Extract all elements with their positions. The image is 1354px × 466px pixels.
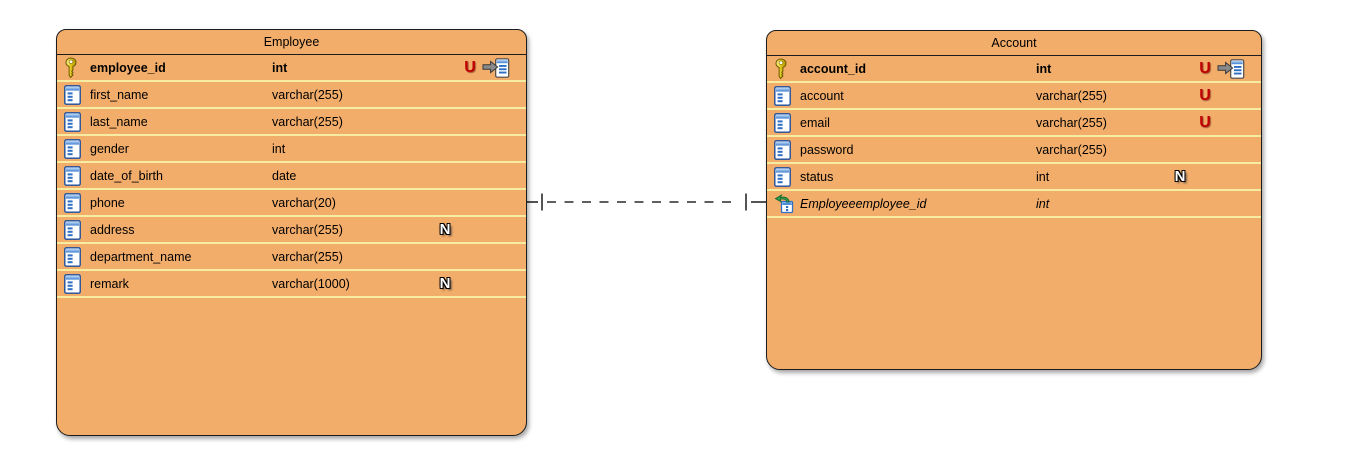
column-row[interactable]: address varchar(255) N	[57, 217, 526, 244]
column-badges: N	[1167, 169, 1261, 184]
column-row[interactable]: account_id int U	[767, 56, 1261, 83]
column-row[interactable]: phone varchar(20)	[57, 190, 526, 217]
column-name: employee_id	[90, 60, 166, 75]
column-type: varchar(255)	[272, 222, 343, 237]
column-name: department_name	[90, 249, 192, 264]
column-icon	[64, 246, 90, 267]
column-badges: U	[1167, 86, 1261, 104]
column-row[interactable]: remark varchar(1000) N	[57, 271, 526, 298]
column-icon	[64, 219, 90, 240]
unique-badge: U	[1199, 86, 1211, 104]
column-row[interactable]: department_name varchar(255)	[57, 244, 526, 271]
column-name: gender	[90, 141, 129, 156]
column-icon	[64, 84, 90, 105]
column-name: account_id	[800, 61, 866, 76]
column-icon	[64, 138, 90, 159]
nullable-badge: N	[1174, 168, 1186, 185]
column-name: account	[800, 88, 844, 103]
table-title[interactable]: Employee	[57, 30, 526, 55]
column-badges: U	[432, 57, 526, 78]
column-badges: U	[1167, 58, 1261, 79]
column-type: date	[272, 168, 297, 183]
column-name: password	[800, 142, 854, 157]
column-type: int	[1036, 196, 1050, 211]
column-type: varchar(255)	[1036, 142, 1107, 157]
relationship-line[interactable]	[527, 193, 766, 211]
column-icon	[774, 166, 800, 187]
column-type: varchar(1000)	[272, 276, 350, 291]
index-ref-icon	[1217, 58, 1245, 79]
column-type: int	[272, 141, 286, 156]
index-ref-icon	[482, 57, 510, 78]
column-name: Employeeemployee_id	[800, 196, 927, 211]
column-icon	[64, 273, 90, 294]
primary-key-icon	[64, 56, 90, 79]
column-name: date_of_birth	[90, 168, 163, 183]
column-icon	[774, 112, 800, 133]
column-row[interactable]: Employeeemployee_id int	[767, 191, 1261, 218]
unique-badge: U	[1199, 113, 1211, 131]
column-name: last_name	[90, 114, 148, 129]
column-type: varchar(255)	[1036, 115, 1107, 130]
column-type: varchar(255)	[1036, 88, 1107, 103]
column-name: address	[90, 222, 135, 237]
column-row[interactable]: employee_id int U	[57, 55, 526, 82]
column-type: varchar(255)	[272, 87, 343, 102]
unique-badge: U	[464, 58, 476, 76]
column-row[interactable]: last_name varchar(255)	[57, 109, 526, 136]
column-row[interactable]: date_of_birth date	[57, 163, 526, 190]
column-row[interactable]: account varchar(255) U	[767, 83, 1261, 110]
column-icon	[774, 139, 800, 160]
column-name: remark	[90, 276, 129, 291]
nullable-badge: N	[439, 221, 451, 238]
column-badges: U	[1167, 113, 1261, 131]
nullable-badge: N	[439, 275, 451, 292]
primary-key-icon	[774, 57, 800, 80]
column-name: first_name	[90, 87, 149, 102]
foreign-key-icon	[774, 193, 800, 214]
column-row[interactable]: email varchar(255) U	[767, 110, 1261, 137]
table-title[interactable]: Account	[767, 31, 1261, 56]
column-name: phone	[90, 195, 125, 210]
column-badges: N	[432, 276, 526, 291]
column-name: email	[800, 115, 830, 130]
column-row[interactable]: status int N	[767, 164, 1261, 191]
column-name: status	[800, 169, 834, 184]
column-type: int	[1036, 169, 1050, 184]
column-type: varchar(20)	[272, 195, 336, 210]
column-type: varchar(255)	[272, 114, 343, 129]
column-type: varchar(255)	[272, 249, 343, 264]
column-row[interactable]: first_name varchar(255)	[57, 82, 526, 109]
column-icon	[64, 111, 90, 132]
unique-badge: U	[1199, 59, 1211, 77]
column-row[interactable]: gender int	[57, 136, 526, 163]
column-icon	[64, 192, 90, 213]
column-row[interactable]: password varchar(255)	[767, 137, 1261, 164]
column-icon	[774, 85, 800, 106]
column-type: int	[1036, 61, 1052, 76]
column-type: int	[272, 60, 288, 75]
column-badges: N	[432, 222, 526, 237]
column-icon	[64, 165, 90, 186]
